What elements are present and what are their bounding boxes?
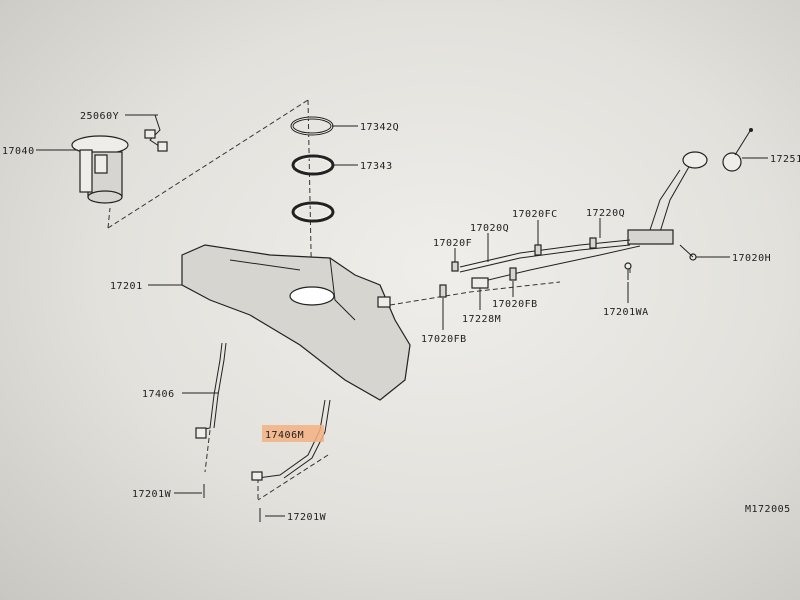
band-left-icon[interactable] bbox=[195, 342, 227, 439]
label-hose-f[interactable]: 17020F bbox=[433, 238, 472, 249]
band-left-leader bbox=[204, 429, 211, 473]
label-hose-q[interactable]: 17020Q bbox=[470, 223, 509, 234]
label-band-left[interactable]: 17406 bbox=[142, 389, 175, 400]
seal-ring-icon[interactable] bbox=[291, 201, 335, 223]
protector-icon[interactable] bbox=[471, 277, 489, 289]
bolt-wa-icon[interactable] bbox=[624, 262, 632, 280]
label-band-right[interactable]: 17406M bbox=[265, 430, 304, 441]
label-fuel-pump-assy[interactable]: 17040 bbox=[2, 146, 35, 157]
label-fuel-tank[interactable]: 17201 bbox=[110, 281, 143, 292]
label-gasket[interactable]: 17342Q bbox=[360, 122, 399, 133]
label-lock-ring[interactable]: 17343 bbox=[360, 161, 393, 172]
band-right-leader bbox=[257, 454, 329, 501]
hose-dash-leader bbox=[389, 281, 561, 306]
gasket-ring-icon[interactable] bbox=[290, 116, 334, 136]
fuel-hose-lower-icon[interactable] bbox=[479, 245, 641, 283]
label-bolt-wa[interactable]: 17201WA bbox=[603, 307, 649, 318]
label-clip-h[interactable]: 17020H bbox=[732, 253, 771, 264]
label-bolt-left[interactable]: 17201W bbox=[132, 489, 172, 500]
band-right-icon[interactable] bbox=[251, 399, 331, 481]
label-pump-sender-unit[interactable]: 25060Y bbox=[80, 111, 119, 122]
hose-clamps-icon[interactable] bbox=[439, 237, 597, 298]
label-hose-fc[interactable]: 17020FC bbox=[512, 209, 558, 220]
lock-ring-icon[interactable] bbox=[291, 154, 335, 176]
highlight-marker bbox=[262, 425, 324, 442]
label-bolt-right[interactable]: 17201W bbox=[287, 512, 327, 523]
label-clamp-fb-left[interactable]: 17020FB bbox=[421, 334, 467, 345]
fuel-pump-assembly-icon[interactable] bbox=[71, 135, 129, 204]
pump-leader-stub bbox=[107, 207, 111, 229]
clip-h-icon[interactable] bbox=[679, 244, 697, 261]
filler-tube-icon[interactable] bbox=[627, 151, 708, 245]
label-diagram-code: M172005 bbox=[745, 504, 791, 515]
label-filler-cap[interactable]: 17251 bbox=[770, 154, 800, 165]
filler-cap-icon[interactable] bbox=[722, 128, 753, 172]
fuel-hose-upper-icon[interactable] bbox=[459, 239, 631, 273]
label-protector[interactable]: 17228M bbox=[462, 314, 501, 325]
label-tube-q[interactable]: 17220Q bbox=[586, 208, 625, 219]
label-clamp-fb-right[interactable]: 17020FB bbox=[492, 299, 538, 310]
pump-to-tank-leader-top bbox=[107, 99, 309, 229]
fuel-tank-icon[interactable] bbox=[181, 244, 411, 401]
fuel-level-sender-icon[interactable] bbox=[144, 114, 168, 152]
